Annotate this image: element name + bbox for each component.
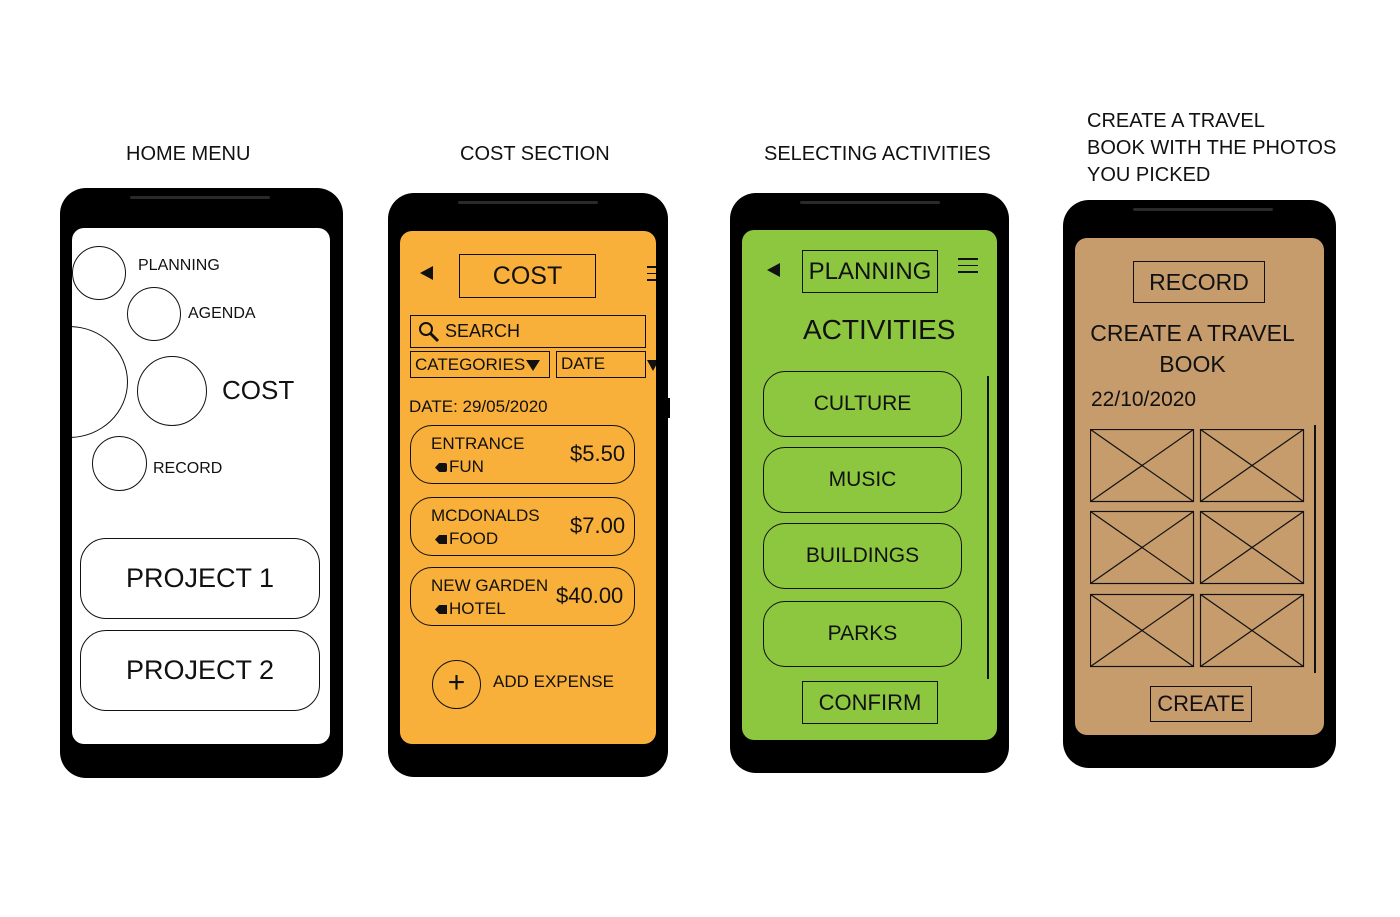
expense-item[interactable]: MCDONALDS FOOD $7.00	[410, 497, 635, 556]
expense-amount: $7.00	[570, 513, 626, 538]
speaker-grille	[1133, 208, 1273, 211]
home-screen: PLANNING AGENDA COST RECORD PROJECT 1 PR…	[72, 228, 330, 744]
create-button[interactable]: CREATE	[1150, 686, 1252, 722]
cost-label: COST	[222, 375, 295, 405]
search-input[interactable]: SEARCH	[410, 315, 646, 348]
caption-line: BOOK WITH THE PHOTOS	[1087, 137, 1337, 159]
activity-culture-button[interactable]: CULTURE	[763, 371, 962, 437]
caption-home-menu: HOME MENU	[126, 143, 251, 165]
planning-circle-button[interactable]	[72, 246, 126, 300]
expense-tag: FOOD	[435, 529, 498, 549]
project-2-button[interactable]: PROJECT 2	[80, 630, 320, 711]
phone-travel-book: RECORD CREATE A TRAVEL BOOK 22/10/2020 C…	[1063, 200, 1336, 768]
tag-icon	[435, 463, 447, 472]
plus-icon: +	[447, 665, 466, 699]
expense-date-label: DATE: 29/05/2020	[409, 397, 548, 416]
tag-label: FOOD	[449, 529, 499, 548]
tag-icon	[435, 535, 447, 544]
add-expense-button[interactable]: +	[432, 660, 481, 709]
expense-name: NEW GARDEN	[431, 576, 549, 595]
activities-heading: ACTIVITIES	[803, 314, 956, 345]
hamburger-menu-icon[interactable]	[958, 258, 978, 278]
travel-book-screen: RECORD CREATE A TRAVEL BOOK 22/10/2020 C…	[1075, 238, 1324, 735]
phone-activities: PLANNING ACTIVITIES CULTURE MUSIC BUILDI…	[730, 193, 1009, 773]
expense-amount: $40.00	[556, 583, 624, 608]
cost-circle-button[interactable]	[137, 356, 207, 426]
scrollbar[interactable]	[987, 376, 989, 679]
speaker-grille	[130, 196, 270, 199]
cost-screen: COST SEARCH CATEGORIES DATE DATE: 29/05/…	[400, 231, 656, 744]
cost-title: COST	[459, 254, 596, 298]
photo-placeholder	[1199, 510, 1305, 585]
photo-placeholder	[1199, 429, 1305, 503]
categories-label: CATEGORIES	[415, 355, 526, 374]
photo-grid	[1090, 429, 1305, 668]
phone-cost-section: COST SEARCH CATEGORIES DATE DATE: 29/05/…	[388, 193, 670, 777]
activity-music-button[interactable]: MUSIC	[763, 447, 962, 513]
date-filter-label: DATE	[561, 354, 606, 373]
activity-parks-button[interactable]: PARKS	[763, 601, 962, 667]
tag-label: HOTEL	[449, 599, 506, 618]
activities-screen: PLANNING ACTIVITIES CULTURE MUSIC BUILDI…	[742, 230, 997, 740]
photo-placeholder	[1090, 510, 1195, 585]
agenda-label: AGENDA	[188, 305, 256, 322]
hamburger-menu-icon[interactable]	[647, 266, 656, 286]
expense-tag: HOTEL	[435, 599, 506, 619]
categories-dropdown[interactable]: CATEGORIES	[410, 351, 550, 378]
speaker-grille	[458, 201, 598, 204]
project-1-button[interactable]: PROJECT 1	[80, 538, 320, 619]
planning-title: PLANNING	[802, 250, 938, 293]
caption-cost-section: COST SECTION	[460, 143, 610, 165]
chevron-down-icon	[526, 360, 540, 371]
confirm-button[interactable]: CONFIRM	[802, 681, 938, 724]
tag-icon	[435, 605, 447, 614]
large-decor-circle	[72, 326, 128, 438]
scrollbar[interactable]	[1314, 425, 1316, 673]
expense-item[interactable]: ENTRANCE FUN $5.50	[410, 425, 635, 484]
search-placeholder: SEARCH	[445, 321, 521, 341]
caption-line: CREATE A TRAVEL	[1087, 110, 1265, 132]
agenda-circle-button[interactable]	[127, 287, 181, 341]
travel-book-date: 22/10/2020	[1091, 388, 1197, 411]
side-button	[666, 398, 670, 418]
planning-label: PLANNING	[138, 257, 220, 274]
record-label: RECORD	[153, 460, 223, 477]
heading-line: BOOK	[1159, 351, 1226, 377]
photo-placeholder	[1090, 429, 1195, 503]
search-icon	[419, 322, 440, 343]
caption-selecting-activities: SELECTING ACTIVITIES	[764, 143, 991, 165]
record-circle-button[interactable]	[92, 436, 147, 491]
expense-amount: $5.50	[570, 441, 626, 466]
caption-travel-book: CREATE A TRAVEL BOOK WITH THE PHOTOS YOU…	[1087, 108, 1336, 189]
back-arrow-icon[interactable]	[420, 266, 433, 280]
expense-name: MCDONALDS	[431, 506, 540, 525]
date-dropdown[interactable]: DATE	[556, 351, 656, 378]
speaker-grille	[800, 201, 940, 204]
add-expense-label: ADD EXPENSE	[493, 672, 614, 691]
tag-label: FUN	[449, 457, 484, 476]
photo-placeholder	[1199, 593, 1305, 668]
expense-name: ENTRANCE	[431, 434, 525, 453]
caption-line: YOU PICKED	[1087, 164, 1211, 186]
photo-placeholder	[1090, 593, 1195, 668]
expense-tag: FUN	[435, 457, 484, 477]
heading-line: CREATE A TRAVEL	[1090, 320, 1295, 346]
travel-book-heading: CREATE A TRAVEL BOOK	[1075, 318, 1310, 380]
back-arrow-icon[interactable]	[767, 263, 780, 277]
record-title: RECORD	[1133, 261, 1265, 303]
activity-buildings-button[interactable]: BUILDINGS	[763, 523, 962, 589]
expense-item[interactable]: NEW GARDEN HOTEL $40.00	[410, 567, 635, 626]
chevron-down-icon	[647, 360, 656, 371]
phone-home-menu: PLANNING AGENDA COST RECORD PROJECT 1 PR…	[60, 188, 343, 778]
